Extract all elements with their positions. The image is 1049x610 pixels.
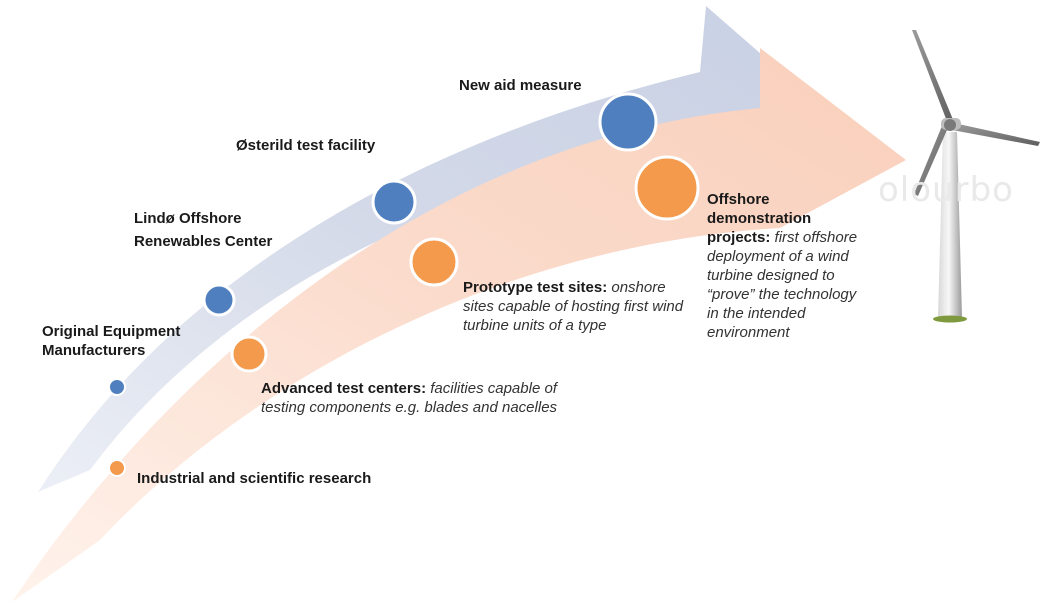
- prototype-title: Prototype test sites:: [463, 279, 608, 296]
- dot-prototype: [409, 237, 459, 287]
- label-new-aid: New aid measure: [459, 77, 582, 94]
- research-title: Industrial and scientific research: [137, 470, 372, 487]
- label-oem: Original Equipment Manufacturers: [42, 323, 181, 359]
- label-prototype: Prototype test sites: onshore sites capa…: [463, 278, 691, 335]
- dot-lindo: [202, 283, 236, 317]
- watermark-text: olourbo: [878, 170, 1014, 210]
- label-osterild: Østerild test facility: [236, 137, 376, 154]
- wind-turbine-icon: [912, 30, 1040, 323]
- offshore-demo-desc: first offshore deployment of a wind turb…: [707, 229, 858, 341]
- dot-offshore-demo: [634, 155, 700, 221]
- label-offshore-demo: Offshore demonstration projects: first o…: [707, 190, 863, 342]
- dot-advanced-test: [230, 335, 268, 373]
- dot-oem: [108, 378, 126, 396]
- offshore-demo-title: Offshore demonstration projects:: [707, 191, 812, 246]
- advanced-test-desc: facilities capable of testing components…: [261, 380, 558, 416]
- label-advanced-test: Advanced test centers: facilities capabl…: [261, 379, 561, 417]
- dot-osterild: [371, 179, 417, 225]
- label-lindo: Lindø Offshore Renewables Center: [134, 210, 273, 250]
- prototype-desc: onshore sites capable of hosting first w…: [463, 279, 684, 334]
- dot-new-aid: [598, 92, 658, 152]
- dot-research: [108, 459, 126, 477]
- label-research: Industrial and scientific research: [137, 469, 457, 488]
- advanced-test-title: Advanced test centers:: [261, 380, 427, 397]
